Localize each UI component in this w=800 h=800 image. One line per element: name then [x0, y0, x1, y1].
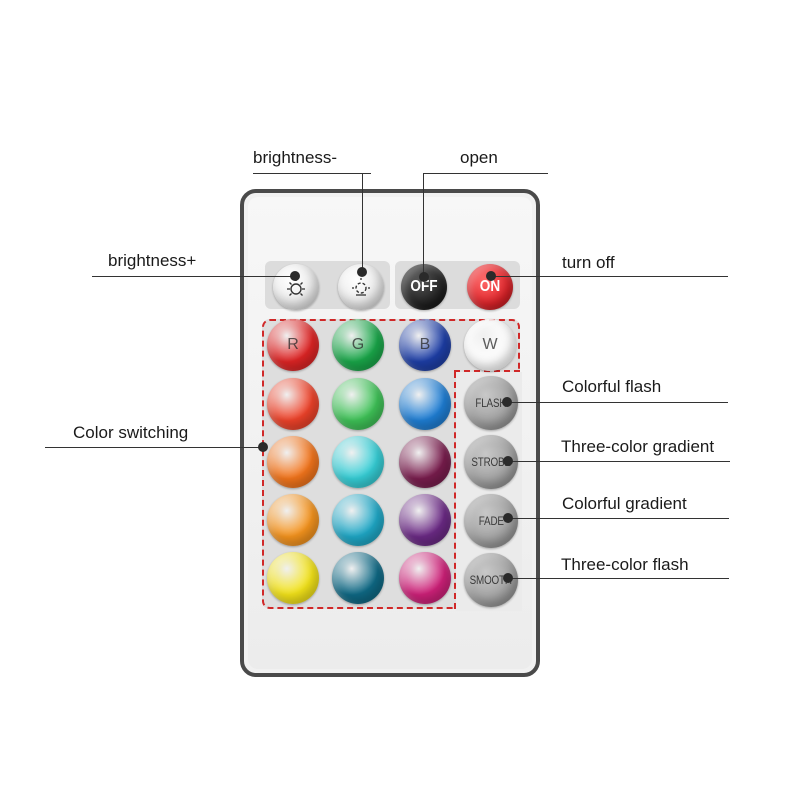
- callout-colorful-flash-line: [507, 402, 728, 403]
- dim-sun-icon: [352, 278, 370, 296]
- flash-label: FLASH: [475, 396, 507, 410]
- callout-open-line: [423, 173, 548, 174]
- annotation-brightness-minus: brightness-: [253, 148, 338, 167]
- strobe-label: STROBE: [471, 455, 511, 469]
- callout-turn-off-line: [491, 276, 728, 277]
- color-button[interactable]: B: [399, 319, 451, 371]
- color-button[interactable]: [399, 436, 451, 488]
- color-button[interactable]: [267, 552, 319, 604]
- off-button[interactable]: OFF: [401, 264, 447, 310]
- smooth-button[interactable]: SMOOTH: [464, 553, 518, 607]
- annotation-open: open: [460, 148, 498, 167]
- color-button[interactable]: [399, 494, 451, 546]
- annotation-brightness-plus: brightness+: [108, 251, 197, 270]
- smooth-label: SMOOTH: [469, 573, 513, 587]
- callout-brightness-plus-line: [92, 276, 295, 277]
- callout-colorful-gradient-dot: [503, 513, 513, 523]
- color-button[interactable]: [399, 552, 451, 604]
- region-border-horizontal: [454, 370, 520, 372]
- annotation-colorful-gradient: Colorful gradient: [562, 494, 687, 513]
- color-button-label: G: [351, 336, 365, 353]
- region-border-vertical: [454, 372, 456, 609]
- callout-brightness-minus-dot: [357, 267, 367, 277]
- color-button[interactable]: [267, 494, 319, 546]
- color-button[interactable]: [267, 378, 319, 430]
- annotation-three-color-gradient: Three-color gradient: [561, 437, 715, 456]
- off-label: OFF: [410, 278, 438, 295]
- color-button-label: B: [419, 336, 431, 353]
- brightness-up-button[interactable]: [273, 264, 319, 310]
- color-button[interactable]: G: [332, 319, 384, 371]
- callout-colorful-gradient-line: [508, 518, 729, 519]
- callout-three-color-gradient-line: [508, 461, 730, 462]
- annotation-three-color-flash: Three-color flash: [561, 555, 689, 574]
- on-label: ON: [479, 278, 501, 295]
- color-button[interactable]: R: [267, 319, 319, 371]
- callout-brightness-minus-line: [253, 173, 371, 174]
- callout-color-switching-line: [45, 447, 263, 448]
- color-button[interactable]: W: [464, 319, 516, 371]
- color-button-label: W: [482, 336, 498, 353]
- callout-color-switching-dot: [258, 442, 268, 452]
- callout-three-color-gradient-dot: [503, 456, 513, 466]
- color-button[interactable]: [332, 378, 384, 430]
- color-button[interactable]: [332, 552, 384, 604]
- color-button[interactable]: [332, 494, 384, 546]
- color-button[interactable]: [399, 378, 451, 430]
- annotation-color-switching: Color switching: [73, 423, 189, 442]
- color-button[interactable]: [267, 436, 319, 488]
- callout-brightness-minus-drop: [362, 173, 363, 272]
- callout-open-drop: [423, 173, 424, 277]
- callout-turn-off-dot: [486, 271, 496, 281]
- annotation-turn-off: turn off: [562, 253, 615, 272]
- callout-open-dot: [419, 272, 429, 282]
- color-button-label: R: [287, 336, 299, 353]
- callout-three-color-flash-dot: [503, 573, 513, 583]
- callout-three-color-flash-line: [508, 578, 729, 579]
- callout-colorful-flash-dot: [502, 397, 512, 407]
- color-button[interactable]: [332, 436, 384, 488]
- callout-brightness-plus-dot: [290, 271, 300, 281]
- annotation-colorful-flash: Colorful flash: [562, 377, 662, 396]
- fade-label: FADE: [478, 514, 504, 528]
